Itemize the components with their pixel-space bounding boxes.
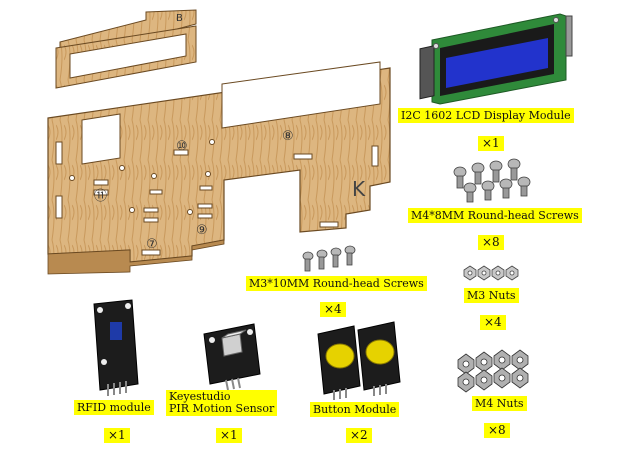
m4-screws-label: M4*8MM Round-head Screws	[408, 208, 582, 223]
panel-mark-10: ⑩	[176, 139, 188, 154]
frame-piece-b: B	[55, 9, 197, 89]
wooden-panel: ⑧ ⑩ ⑪ ⑦ ⑨ K	[47, 61, 391, 275]
m3-screws-qty: ×4	[320, 302, 346, 317]
m4-screws-qty: ×8	[478, 235, 504, 250]
button-modules-image	[317, 321, 401, 400]
panel-mark-7: ⑦	[146, 237, 158, 252]
pir-sensor-image	[203, 323, 261, 391]
m4-nuts-qty: ×8	[484, 423, 510, 438]
lcd-label: I2C 1602 LCD Display Module	[398, 108, 574, 123]
pir-label-line2: PIR Motion Sensor	[169, 402, 275, 415]
m4-screws-image	[453, 158, 531, 203]
rfid-label: RFID module	[74, 400, 154, 415]
rfid-module-image	[93, 299, 139, 396]
panel-mark-11: ⑪	[94, 189, 107, 204]
button-qty: ×2	[346, 428, 372, 443]
m3-nuts-label: M3 Nuts	[464, 288, 519, 303]
lcd-module-image	[419, 13, 573, 105]
panel-mark-8: ⑧	[282, 129, 294, 144]
rfid-qty: ×1	[104, 428, 130, 443]
lcd-qty: ×1	[478, 136, 504, 151]
panel-mark-9: ⑨	[196, 223, 208, 238]
m3-screws-image	[302, 245, 356, 272]
button-label: Button Module	[310, 402, 400, 417]
pir-label: Keyestudio PIR Motion Sensor	[166, 390, 278, 416]
frame-letter-b: B	[176, 13, 183, 24]
pir-qty: ×1	[216, 428, 242, 443]
m3-screws-label: M3*10MM Round-head Screws	[246, 276, 427, 291]
pir-label-line1: Keyestudio	[169, 390, 231, 403]
m4-nuts-image	[457, 349, 529, 393]
panel-letter-k: K	[352, 177, 366, 201]
m3-nuts-qty: ×4	[480, 315, 506, 330]
m4-nuts-label: M4 Nuts	[472, 396, 527, 411]
m3-nuts-image	[463, 265, 519, 281]
